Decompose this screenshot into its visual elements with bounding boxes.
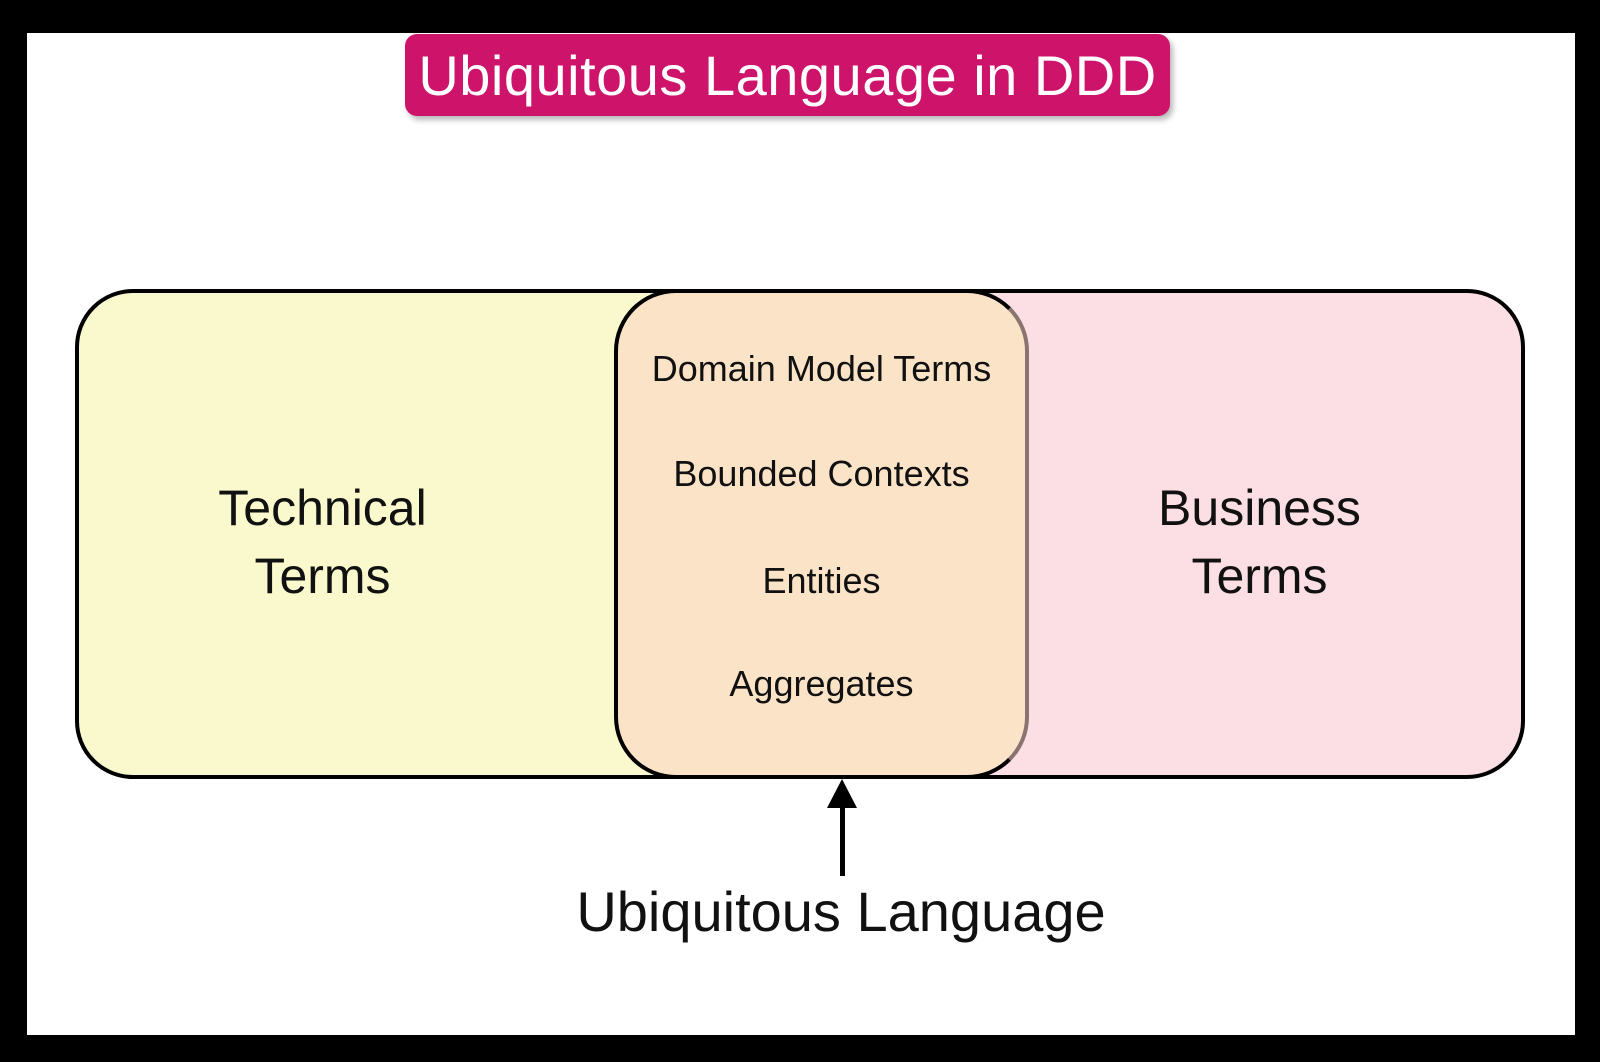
up-arrow-head-icon <box>827 779 857 808</box>
title-text: Ubiquitous Language in DDD <box>418 43 1157 107</box>
overlap-item-domain-model-terms: Domain Model Terms <box>651 348 992 389</box>
overlap-item-aggregates: Aggregates <box>729 663 914 704</box>
ubiquitous-language-annotation: Ubiquitous Language <box>576 880 1106 943</box>
technical-terms-label: Technical Terms <box>218 480 427 604</box>
business-terms-label: Business Terms <box>1158 480 1361 604</box>
up-arrow-line <box>840 806 845 876</box>
title-banner: Ubiquitous Language in DDD <box>405 34 1170 116</box>
venn-overlap-box <box>614 289 1029 779</box>
overlap-item-entities: Entities <box>762 560 881 601</box>
overlap-item-bounded-contexts: Bounded Contexts <box>673 453 970 494</box>
